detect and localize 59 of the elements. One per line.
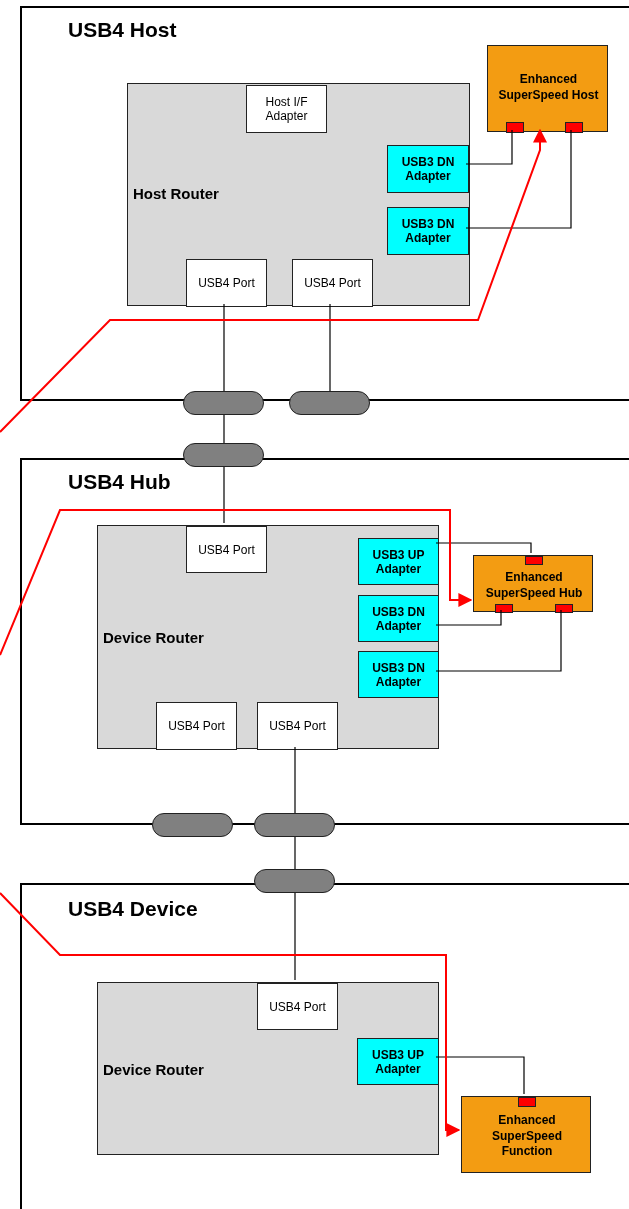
adapter-box: USB3 DN Adapter [387,207,469,255]
port-box: USB4 Port [257,702,338,750]
connector-line [435,1056,525,1095]
adapter-box: USB3 DN Adapter [358,595,439,642]
adapter-box: Host I/F Adapter [246,85,327,133]
cable-connector [183,443,264,467]
panel-title: USB4 Device [68,897,198,921]
cable-connector [152,813,233,837]
port-connector [506,122,524,133]
panel-title: USB4 Hub [68,470,171,494]
port-box: USB4 Port [186,259,267,307]
system-panel [20,458,629,825]
arrow [0,892,461,1137]
cable-connector [289,391,370,415]
system-panel [20,883,629,1209]
function-box [473,555,593,612]
port-connector [518,1097,536,1107]
function-box [487,45,608,132]
adapter-box: USB3 DN Adapter [387,145,469,193]
arrow [0,509,473,656]
connector-line [435,609,562,672]
connector-line [294,836,296,870]
port-box: USB4 Port [156,702,237,750]
port-connector [565,122,583,133]
connector-line [294,892,296,981]
connector-line [223,414,225,444]
port-box: USB4 Port [292,259,373,307]
cable-connector [254,813,335,837]
router-label: Device Router [103,1061,204,1078]
connector-line [329,303,331,392]
connector-line [223,466,225,524]
function-box [461,1096,591,1173]
adapter-box: USB3 DN Adapter [358,651,439,698]
function-label: Enhanced SuperSpeed Function [491,1113,563,1160]
connector-line [435,609,502,626]
port-connector [525,556,543,565]
port-box: USB4 Port [257,983,338,1030]
connector-line [465,129,513,165]
connector-line [294,746,296,814]
cable-connector [183,391,264,415]
system-panel [20,6,629,401]
connector-line [435,542,532,554]
connector-line [223,303,225,392]
router-box [97,525,439,749]
router-label: Device Router [103,629,204,646]
arrow [0,128,547,433]
port-connector [555,604,573,613]
panel-title: USB4 Host [68,18,177,42]
router-box [97,982,439,1155]
adapter-box: USB3 UP Adapter [357,1038,439,1085]
port-connector [495,604,513,613]
function-label: Enhanced SuperSpeed Hub [484,570,584,602]
cable-connector [254,869,335,893]
router-box [127,83,470,306]
connector-line [465,129,572,229]
port-box: USB4 Port [186,526,267,573]
router-label: Host Router [133,185,219,202]
adapter-box: USB3 UP Adapter [358,538,439,585]
function-label: Enhanced SuperSpeed Host [497,72,600,104]
